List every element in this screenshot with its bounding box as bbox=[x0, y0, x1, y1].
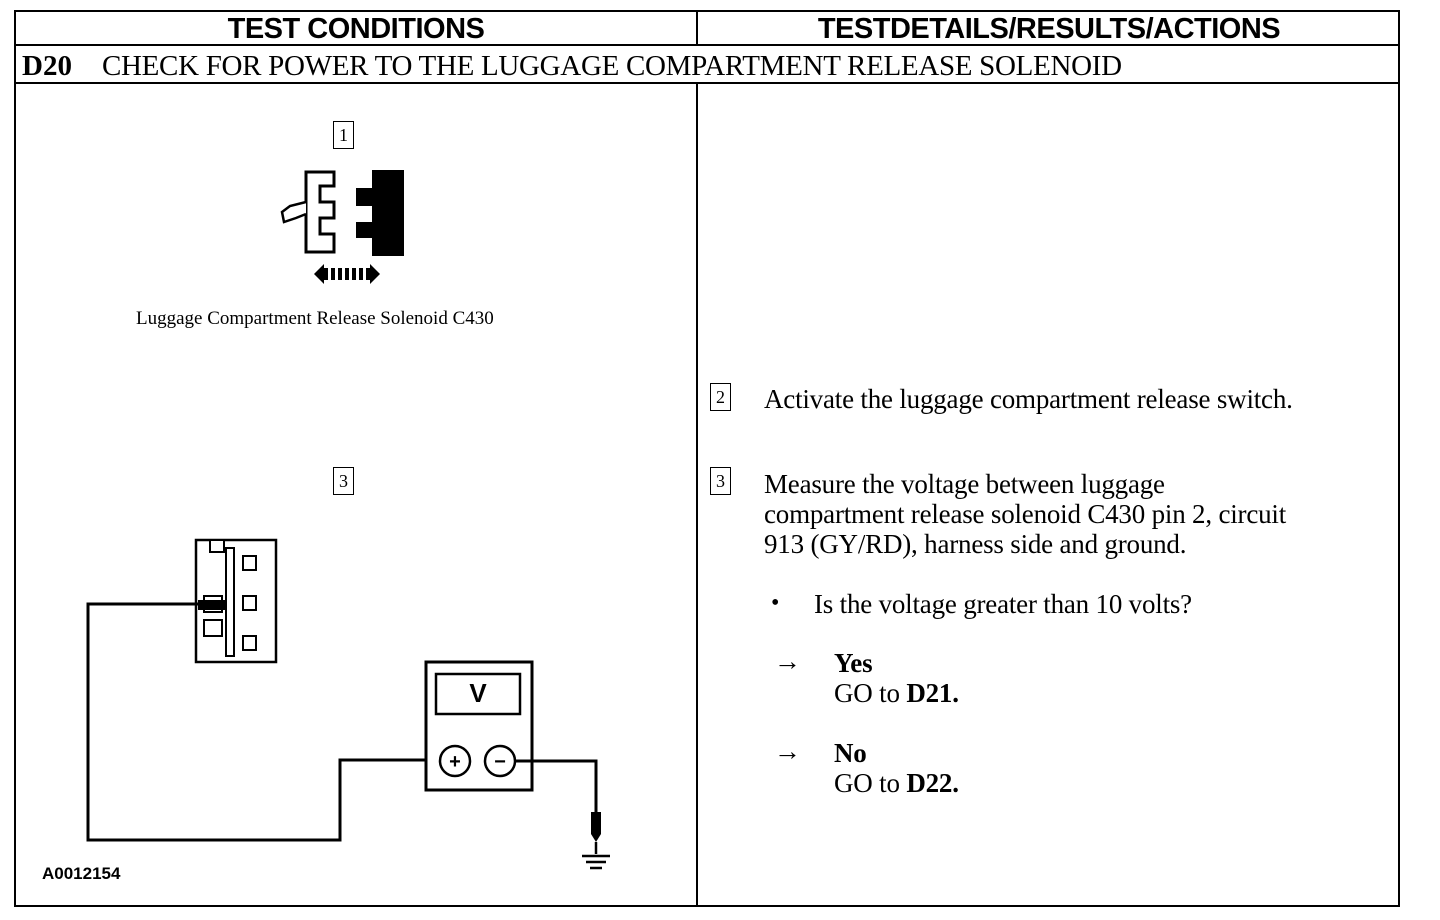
yes-label: Yes bbox=[834, 648, 873, 678]
step-box-3-left: 3 bbox=[333, 467, 354, 495]
column-divider-body bbox=[696, 84, 698, 907]
meter-label: V bbox=[469, 678, 487, 708]
no-arrow: → bbox=[774, 736, 801, 766]
header-test-details: TESTDETAILS/RESULTS/ACTIONS bbox=[817, 12, 1281, 45]
yes-action: GO to D21. bbox=[834, 678, 959, 708]
step3-line2: compartment release solenoid C430 pin 2,… bbox=[764, 499, 1287, 529]
no-label: No bbox=[834, 738, 867, 768]
step-id: D20 bbox=[22, 49, 72, 82]
no-target-link[interactable]: D22. bbox=[906, 768, 959, 798]
connector-disconnect-diagram bbox=[280, 170, 404, 284]
connector-caption: Luggage Compartment Release Solenoid C43… bbox=[136, 308, 494, 329]
yes-target-link[interactable]: D21. bbox=[906, 678, 959, 708]
figure-id: A0012154 bbox=[42, 864, 121, 883]
step-box-1: 1 bbox=[333, 121, 354, 149]
column-divider bbox=[696, 12, 698, 46]
no-action: GO to D22. bbox=[834, 768, 959, 798]
yes-arrow: → bbox=[774, 646, 801, 676]
step-box-3-right: 3 bbox=[710, 467, 731, 495]
header-test-conditions: TEST CONDITIONS bbox=[227, 12, 485, 45]
step3-line1: Measure the voltage between luggage bbox=[764, 469, 1165, 499]
minus-terminal-symbol: − bbox=[494, 751, 506, 773]
plus-terminal-symbol: + bbox=[449, 751, 461, 773]
step-title: CHECK FOR POWER TO THE LUGGAGE COMPARTME… bbox=[101, 49, 1122, 82]
step3-line3: 913 (GY/RD), harness side and ground. bbox=[764, 529, 1187, 559]
step-title-row: D20 CHECK FOR POWER TO THE LUGGAGE COMPA… bbox=[22, 48, 1122, 84]
step2-text: Activate the luggage compartment release… bbox=[764, 384, 1293, 414]
procedure-table: TEST CONDITIONS TESTDETAILS/RESULTS/ACTI… bbox=[14, 10, 1400, 907]
header-divider bbox=[16, 44, 1398, 46]
yes-go-text: GO to bbox=[834, 678, 907, 708]
diagram-area: V + − bbox=[86, 170, 610, 870]
step-box-2: 2 bbox=[710, 383, 731, 411]
voltmeter-circuit-diagram bbox=[86, 538, 610, 870]
no-go-text: GO to bbox=[834, 768, 907, 798]
question-bullet: • bbox=[771, 590, 780, 616]
step-divider bbox=[16, 82, 1398, 84]
question-text: Is the voltage greater than 10 volts? bbox=[814, 589, 1192, 619]
